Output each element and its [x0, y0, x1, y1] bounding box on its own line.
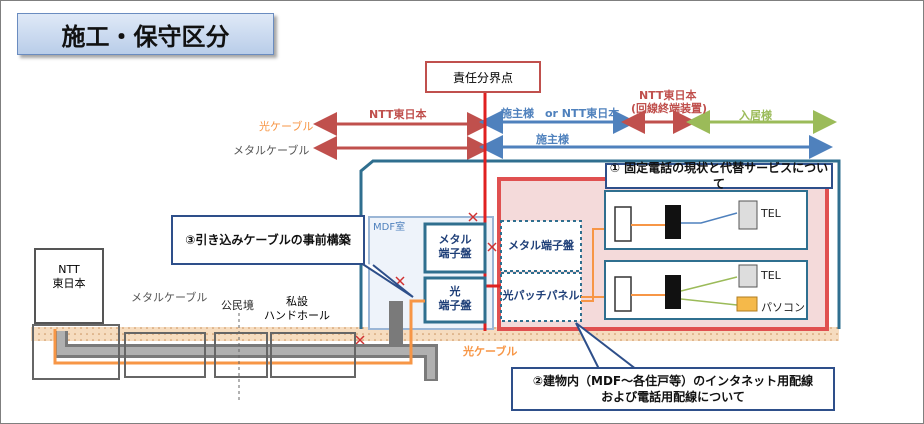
ground-metal-cable-label: メタルケーブル	[131, 291, 208, 304]
responsibility-point-label: 責任分界点	[452, 70, 513, 85]
private-handhole-label: 私設 ハンドホール	[264, 295, 330, 322]
wall-outlet-bottom	[614, 276, 632, 312]
zone-ntt-onu-2: (回線終端装置)	[631, 102, 708, 115]
unit-box-bottom	[604, 260, 808, 320]
telephone-top-icon	[738, 200, 758, 230]
public-private-box	[214, 332, 268, 378]
private-handhole	[270, 332, 356, 378]
onu-bottom	[665, 275, 681, 309]
optical-patch-panel	[500, 272, 582, 322]
mdf-room-label: MDF室	[373, 222, 406, 233]
legend-optical-cable: 光ケーブル	[259, 120, 314, 133]
optical-terminal-panel	[423, 276, 487, 324]
zone-owner-or-ntt: 施主様 or NTT東日本	[501, 107, 620, 120]
metal-terminal-panel	[423, 222, 487, 274]
telephone-bottom-icon	[738, 264, 758, 288]
callout-2: ②建物内（MDF～各住戸等）のインタネット用配線 および電話用配線について	[511, 367, 835, 411]
metal-panel-dashed	[500, 220, 582, 272]
pc-label: パソコン	[761, 301, 805, 314]
optical-cable-path	[53, 299, 425, 365]
pc-icon	[736, 296, 758, 312]
unit-box-top	[604, 190, 808, 250]
ntt-building-label: NTT 東日本	[52, 263, 86, 291]
legend-metal-cable: メタルケーブル	[233, 144, 310, 157]
tel-top-label: TEL	[761, 207, 781, 220]
onu-top	[665, 205, 681, 239]
optical-terminal-panel-label: 光 端子盤	[438, 285, 472, 312]
callout-1: ① 固定電話の現状と代替サービスについて	[605, 161, 833, 191]
ground-optical-cable-label: 光ケーブル	[463, 345, 518, 358]
page-title: 施工・保守区分	[17, 13, 274, 55]
zone-owner: 施主様	[536, 133, 569, 146]
public-private-label: 公民境	[221, 299, 254, 312]
cross-mark	[468, 212, 478, 222]
zone-ntt-east: NTT東日本	[369, 108, 427, 121]
zone-ntt-onu-1: NTT東日本	[639, 89, 697, 102]
metal-panel-dashed-label: メタル端子盤	[508, 239, 574, 252]
ntt-manhole	[32, 324, 120, 380]
ntt-building	[34, 248, 104, 324]
wall-outlet-top	[614, 206, 632, 242]
tel-bottom-label: TEL	[761, 269, 781, 282]
metal-terminal-panel-label: メタル 端子盤	[438, 233, 472, 260]
zone-tenant: 入居様	[739, 109, 772, 122]
responsibility-point-box: 責任分界点	[425, 61, 541, 93]
optical-patch-panel-label: 光パッチパネル	[502, 289, 580, 302]
callout-3: ③引き込みケーブルの事前構築	[171, 215, 365, 265]
